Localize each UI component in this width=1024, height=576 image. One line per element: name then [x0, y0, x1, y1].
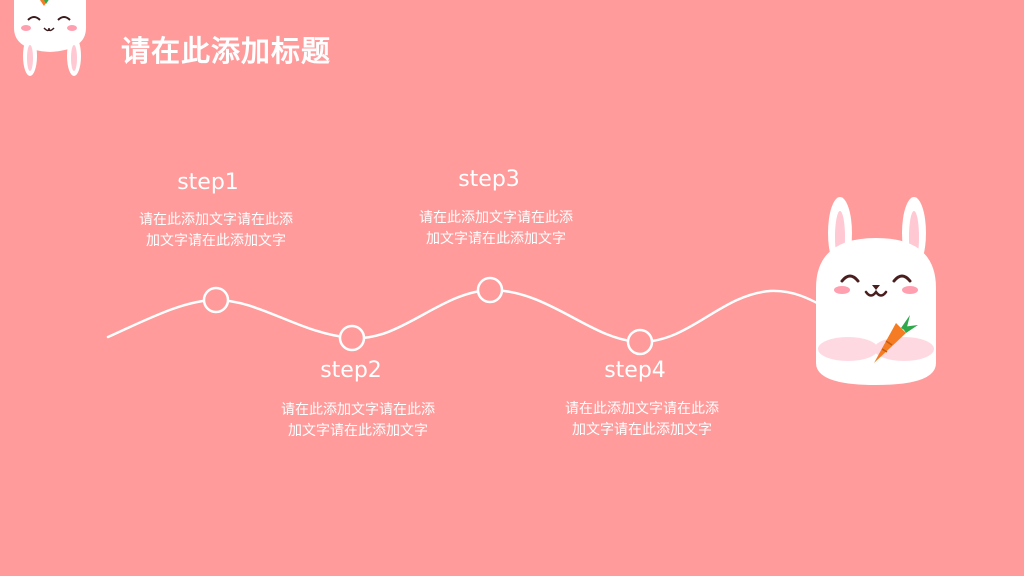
step1-title: step1 [177, 170, 239, 195]
step3-text: 请在此添加文字请在此添加文字请在此添加文字 [419, 210, 573, 247]
step3-node [476, 276, 504, 304]
step2-text: 请在此添加文字请在此添加文字请在此添加文字 [281, 402, 435, 439]
step2-node [338, 324, 366, 352]
step2-title: step2 [320, 358, 382, 383]
step4-text: 请在此添加文字请在此添加文字请在此添加文字 [565, 401, 719, 438]
step1-node [202, 286, 230, 314]
bunny-with-carrot-icon [816, 197, 936, 385]
step4-title: step4 [604, 358, 666, 383]
step3-title: step3 [458, 167, 520, 192]
step4-node [626, 328, 654, 356]
step1-text: 请在此添加文字请在此添加文字请在此添加文字 [139, 212, 293, 249]
bunny-top-left-icon [14, 0, 86, 76]
page-title: 请在此添加标题 [121, 34, 332, 68]
